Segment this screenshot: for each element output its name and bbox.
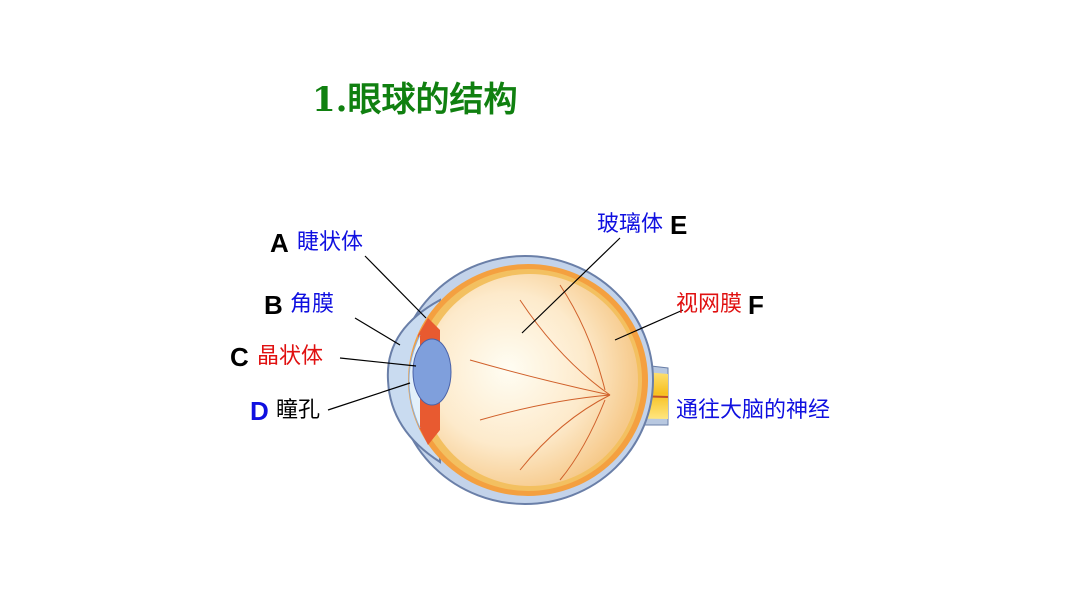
label-retina: 视网膜 — [676, 292, 743, 317]
letter-f: F — [748, 290, 764, 320]
slide-title: 1.眼球的结构 — [312, 80, 518, 120]
label-pupil: 瞳孔 — [276, 398, 321, 423]
letter-b: B — [264, 290, 283, 320]
letter-a: A — [270, 228, 289, 258]
label-ciliary-body: 睫状体 — [297, 230, 364, 255]
letter-c: C — [230, 342, 249, 372]
label-optic-nerve: 通往大脑的神经 — [676, 398, 831, 423]
label-cornea: 角膜 — [290, 292, 335, 317]
blood-vessels — [469, 284, 611, 481]
label-lens: 晶状体 — [257, 344, 324, 369]
letter-d: D — [250, 396, 269, 426]
letter-e: E — [670, 210, 688, 240]
label-vitreous: 玻璃体 — [597, 212, 664, 237]
eyeball — [386, 255, 654, 505]
pointer-lines — [327, 237, 684, 411]
